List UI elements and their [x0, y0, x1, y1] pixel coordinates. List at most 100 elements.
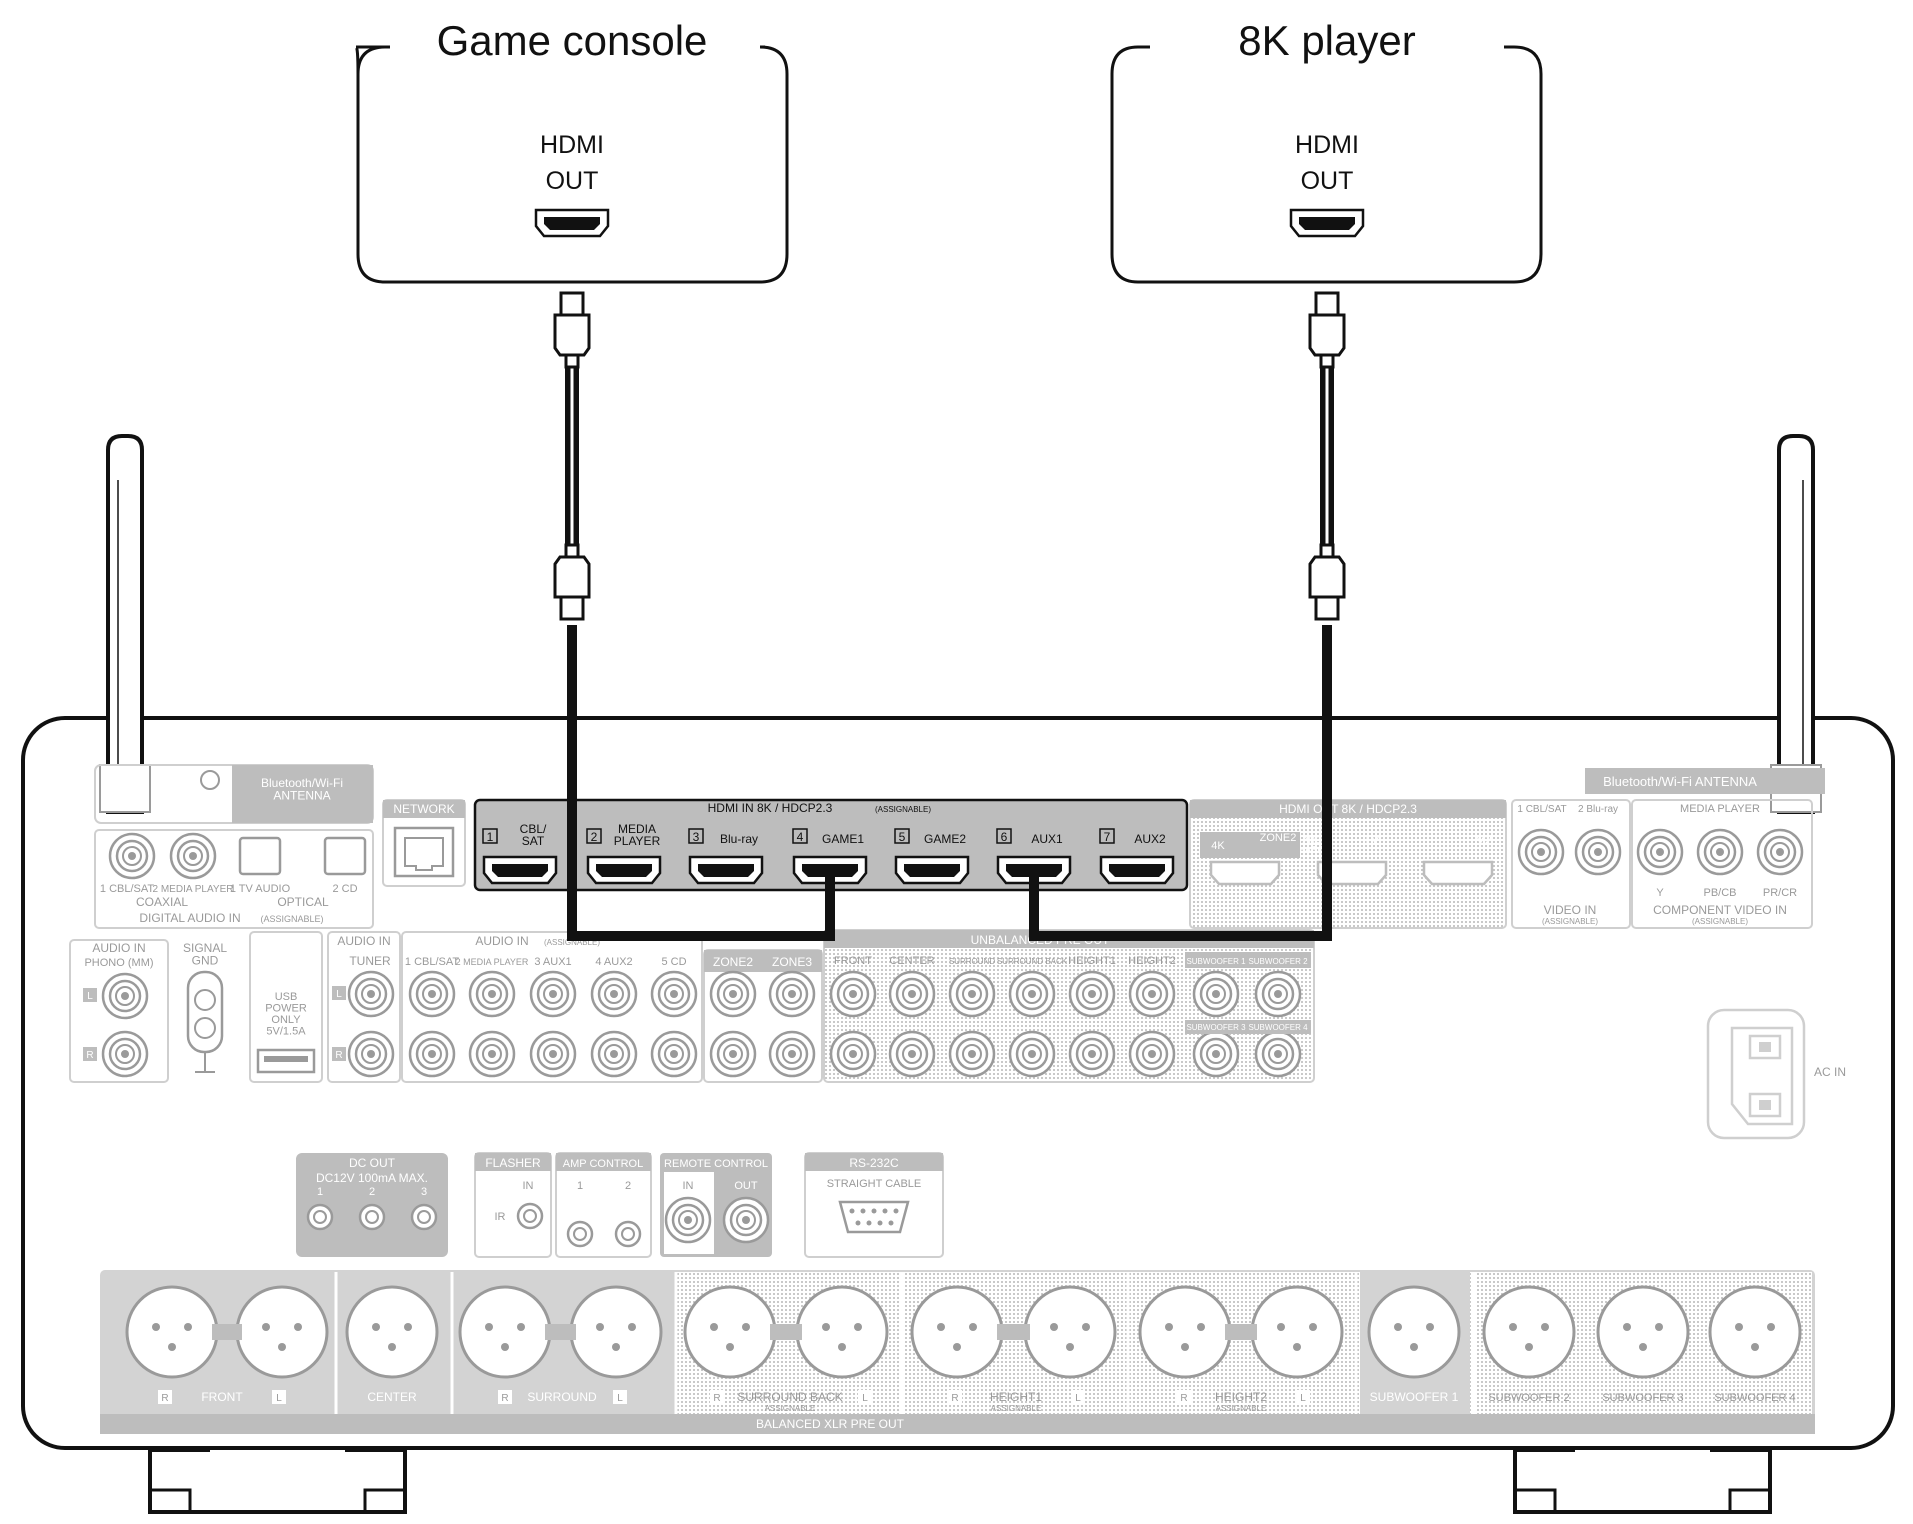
- game-console-port-label-1: HDMI: [540, 131, 604, 159]
- flasher-panel: FLASHER IN IR: [474, 1152, 552, 1258]
- hdmi-out-4k: 4K: [1211, 840, 1225, 852]
- flasher-ir: IR: [495, 1211, 506, 1223]
- hdmi-out-zone2: ZONE2: [1260, 832, 1297, 844]
- coaxial-jack-2: [169, 832, 217, 880]
- unbalanced-label-1: FRONT: [834, 955, 872, 967]
- xlr-l-3: L: [862, 1393, 868, 1404]
- ac-in-label: AC IN: [1814, 1065, 1846, 1079]
- component-label-pr: PR/CR: [1763, 887, 1797, 899]
- hdmi-in-port-5: [894, 855, 970, 885]
- audio-in-jack-r-3: [529, 1030, 577, 1078]
- hdmi-in-num-5: 5: [899, 830, 906, 844]
- xlr-subwoofer2: SUBWOOFER 2: [1488, 1392, 1569, 1404]
- unbalanced-sub-top-jack-1: [1192, 970, 1240, 1018]
- xlr-group-center: CENTER: [367, 1390, 417, 1404]
- zone3-jack-l: [768, 970, 816, 1018]
- gnd-screw-icon: [194, 989, 216, 1011]
- amp-control-1: 1: [577, 1180, 583, 1192]
- audio-in-label-3: 3 AUX1: [534, 956, 571, 968]
- phono-l: L: [87, 991, 93, 1002]
- xlr-jack-8: [910, 1285, 1004, 1379]
- hdmi-in-num-box-3: [688, 828, 704, 844]
- hdmi-in-num-box-7: [1099, 828, 1115, 844]
- audio-in-label-2: 2 MEDIA PLAYER: [456, 957, 529, 967]
- unbalanced-jack-l-1: [829, 970, 877, 1018]
- digital-in-label-1: 1 CBL/SAT: [100, 883, 154, 895]
- antenna-connector-icon: [200, 770, 220, 790]
- bt-wifi-antenna-right-label: Bluetooth/Wi-Fi ANTENNA: [1603, 774, 1757, 789]
- component-jack-y: [1636, 828, 1684, 876]
- zone3-jack-r: [768, 1030, 816, 1078]
- hdmi-in-port-3: [688, 855, 764, 885]
- unbalanced-jack-l-2: [888, 970, 936, 1018]
- hdmi-in-num-2: 2: [591, 830, 598, 844]
- xlr-r-5: R: [1180, 1393, 1187, 1404]
- amp-control-title: AMP CONTROL: [563, 1158, 643, 1170]
- rs232c-sub: STRAIGHT CABLE: [827, 1178, 922, 1190]
- unbalanced-jack-r-2: [888, 1030, 936, 1078]
- 8k-player-hdmi-out-port: [1289, 208, 1365, 238]
- component-jack-pr: [1756, 828, 1804, 876]
- cable-8k-player-to-aux1: [1029, 367, 1334, 941]
- tuner-jack-l: [347, 970, 395, 1018]
- xlr-jack-12: [1367, 1285, 1461, 1379]
- phono-sub: PHONO (MM): [84, 957, 153, 969]
- phono-panel: AUDIO IN PHONO (MM) L R: [69, 939, 169, 1083]
- unbalanced-sub-bottom-jack-1: [1192, 1030, 1240, 1078]
- xlr-subwoofer3: SUBWOOFER 3: [1602, 1392, 1683, 1404]
- component-label-pb: PB/CB: [1703, 887, 1736, 899]
- hdmi-in-name-4: GAME1: [822, 832, 864, 846]
- hdmi-in-name-6: AUX1: [1031, 832, 1063, 846]
- zone2-jack-l: [709, 970, 757, 1018]
- hdmi-in-name-7: AUX2: [1134, 832, 1166, 846]
- rs232c-title: RS-232C: [849, 1156, 899, 1170]
- rs232c-panel: RS-232C STRAIGHT CABLE: [804, 1152, 944, 1258]
- hdmi-in-num-6: 6: [1001, 830, 1008, 844]
- audio-in-sub: (ASSIGNABLE): [544, 938, 600, 947]
- audio-in-title: AUDIO IN: [475, 934, 528, 948]
- unbalanced-sub1: SUBWOOFER 1: [1186, 957, 1246, 966]
- component-jack-pb: [1696, 828, 1744, 876]
- audio-in-jack-r-2: [468, 1030, 516, 1078]
- video-in-jack-1: [1517, 828, 1565, 876]
- phono-title: AUDIO IN: [92, 941, 145, 955]
- optical-jack-1: [238, 836, 282, 876]
- unbalanced-sub-bottom-jack-2: [1254, 1030, 1302, 1078]
- video-in-label-1: 1 CBL/SAT: [1517, 804, 1566, 815]
- unbalanced-label-6: HEIGHT2: [1128, 955, 1176, 967]
- xlr-assignable-2: ASSIGNABLE: [991, 1404, 1042, 1413]
- tuner-panel: AUDIO IN TUNER L R: [327, 931, 401, 1083]
- unbalanced-label-2: CENTER: [889, 955, 934, 967]
- game-console-title: Game console: [437, 17, 708, 64]
- amp-control-2: 2: [625, 1180, 631, 1192]
- remote-out: OUT: [734, 1180, 758, 1192]
- unbalanced-jack-r-5: [1068, 1030, 1116, 1078]
- unbalanced-label-3: SURROUND: [949, 957, 995, 966]
- network-port-panel: NETWORK: [382, 799, 466, 887]
- zone2-label: ZONE2: [713, 955, 753, 969]
- digital-in-label-4: 2 CD: [332, 883, 357, 895]
- dc-out-num-3: 3: [421, 1186, 427, 1198]
- coaxial-label: COAXIAL: [136, 895, 188, 909]
- audio-in-jack-r-1: [408, 1030, 456, 1078]
- unbalanced-jack-r-1: [829, 1030, 877, 1078]
- hdmi-in-sub: (ASSIGNABLE): [875, 805, 931, 814]
- xlr-jack-6: [683, 1285, 777, 1379]
- hdmi-in-num-4: 4: [797, 830, 804, 844]
- xlr-r-3: R: [713, 1393, 720, 1404]
- amp-control-panel: AMP CONTROL 1 2: [555, 1152, 652, 1258]
- hdmi-cables: [553, 291, 1346, 941]
- audio-in-label-5: 5 CD: [661, 956, 686, 968]
- hdmi-in-port-2: [586, 855, 662, 885]
- game-console-device: Game console HDMI OUT: [354, 17, 789, 284]
- xlr-assignable-1: ASSIGNABLE: [765, 1404, 816, 1413]
- hdmi-in-num-box-1: [482, 828, 498, 844]
- 8k-player-port-label-2: OUT: [1301, 167, 1354, 195]
- remote-control-title: REMOTE CONTROL: [664, 1158, 768, 1170]
- optical-jack-2: [323, 836, 367, 876]
